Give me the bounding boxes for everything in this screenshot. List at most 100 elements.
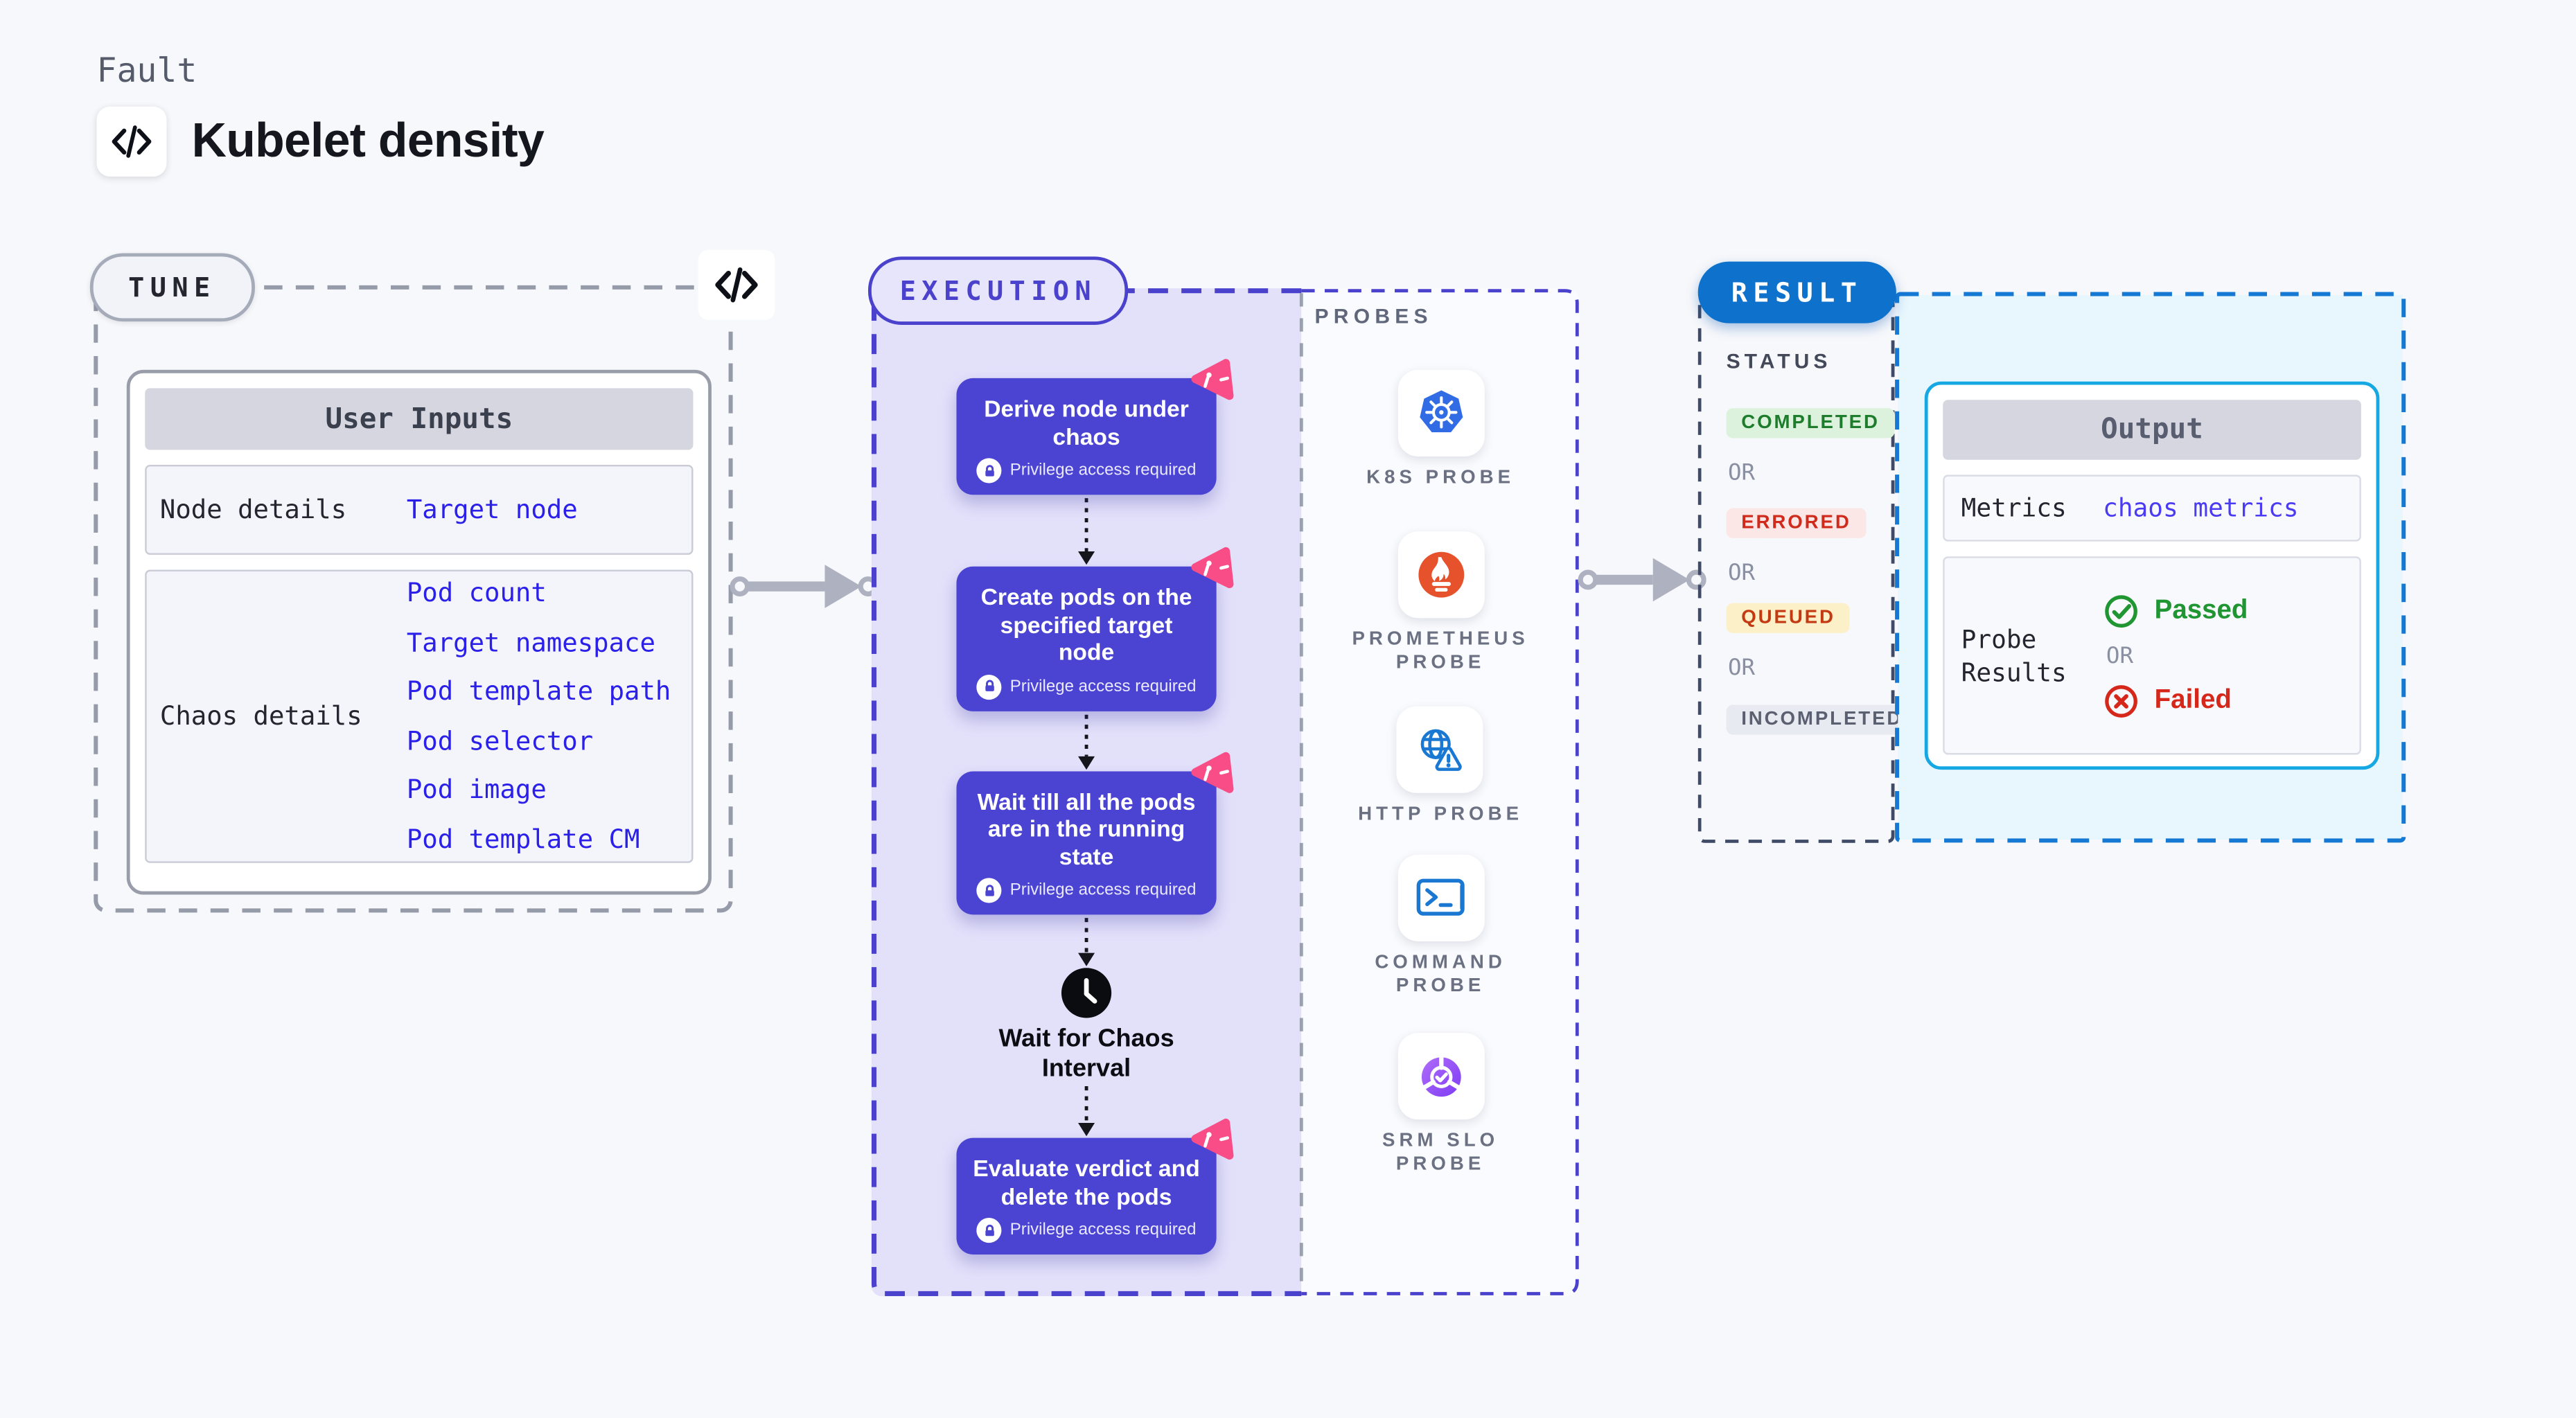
probe-item-srm-slo: SRM SLO PROBE [1336, 1033, 1546, 1176]
chaos-value: Pod template path [406, 677, 671, 707]
page-title-row: Kubelet density [96, 106, 545, 177]
flow-connector [1078, 1086, 1095, 1137]
probes-heading: PROBES [1314, 305, 1433, 328]
user-inputs-table: User Inputs Node details Target node Cha… [126, 369, 712, 895]
privilege-label: Privilege access required [1009, 1221, 1197, 1240]
slo-donut-icon [1397, 1033, 1484, 1120]
node-details-label: Node details [159, 495, 347, 525]
step-evaluate-verdict: Evaluate verdict and delete the pods Pri… [956, 1118, 1234, 1255]
wait-for-chaos-interval-label: Wait for Chaos Interval [998, 1025, 1174, 1083]
privilege-label: Privilege access required [1009, 461, 1197, 480]
clock-icon [1061, 968, 1112, 1018]
target-node-value: Target node [406, 495, 578, 525]
output-header: Output [1943, 400, 2361, 460]
failed-label: Failed [2154, 685, 2232, 714]
passed-verdict: Passed [2103, 592, 2248, 629]
privilege-badge: Privilege access required [970, 1218, 1203, 1243]
flow-connector [1078, 714, 1095, 769]
result-output-section: Output Metrics chaos metrics Probe Resul… [1894, 292, 2406, 843]
flow-arrow-execution-to-result [1578, 558, 1706, 602]
probe-label: SRM SLO PROBE [1382, 1131, 1499, 1175]
litmus-chaos-icon [1191, 359, 1234, 400]
litmus-chaos-icon [1191, 1118, 1234, 1160]
chaos-metrics-value: chaos metrics [2103, 493, 2299, 524]
probe-results-label: Probe Results [1961, 623, 2067, 688]
kubernetes-icon [1397, 369, 1484, 457]
probe-label: K8S PROBE [1366, 468, 1515, 488]
result-tag: RESULT [1697, 261, 1896, 324]
chaos-value: Pod count [406, 578, 547, 609]
litmus-chaos-icon [1191, 751, 1234, 792]
privilege-badge: Privilege access required [970, 878, 1203, 903]
lock-icon [976, 1218, 1002, 1243]
privilege-badge: Privilege access required [970, 458, 1203, 484]
probe-label: COMMAND PROBE [1375, 952, 1506, 997]
chaos-details-values: Pod count Target namespace Pod template … [407, 578, 671, 854]
execution-probes-section: EXECUTION Derive node under chaos [868, 256, 1580, 1297]
flow-arrow-tune-to-execution [730, 565, 879, 608]
step-derive-node: Derive node under chaos Privilege access… [956, 359, 1234, 495]
output-zone-dashed-border [1895, 292, 2406, 843]
chaos-details-label: Chaos details [159, 701, 362, 732]
output-table: Output Metrics chaos metrics Probe Resul… [1924, 381, 2380, 770]
chaos-value: Target namespace [406, 628, 655, 658]
step-title: Evaluate verdict and delete the pods [973, 1154, 1200, 1209]
step-title: Create pods on the specified target node [980, 583, 1192, 665]
x-circle-icon [2105, 684, 2137, 717]
metrics-label: Metrics [1961, 493, 2067, 524]
terminal-icon [1397, 854, 1484, 941]
status-badge-incompleted: INCOMPLETED [1726, 704, 1918, 735]
status-badge-queued: QUEUED [1726, 603, 1851, 633]
prometheus-icon [1397, 531, 1484, 619]
privilege-label: Privilege access required [1009, 881, 1197, 900]
probe-results-row: Probe Results Passed OR [1943, 556, 2361, 755]
chaos-value: Pod template CM [406, 824, 640, 855]
status-dashed-border [1697, 291, 1895, 843]
status-badge-errored: ERRORED [1726, 508, 1867, 538]
step-title: Wait till all the pods are in the runnin… [977, 787, 1196, 869]
check-circle-icon [2105, 594, 2137, 627]
probe-verdicts: Passed OR Failed [2103, 592, 2248, 719]
privilege-badge: Privilege access required [970, 673, 1203, 699]
chaos-value: Pod image [406, 774, 547, 806]
probe-label: HTTP PROBE [1358, 804, 1524, 825]
lock-icon [976, 673, 1002, 699]
page-title: Kubelet density [191, 114, 545, 168]
globe-warning-icon [1397, 706, 1484, 793]
failed-verdict: Failed [2103, 682, 2232, 719]
privilege-label: Privilege access required [1009, 677, 1197, 696]
flow-connector [1078, 498, 1095, 565]
or-separator: OR [1727, 560, 1756, 587]
probe-item-http: HTTP PROBE [1358, 706, 1524, 826]
tune-tag: TUNE [89, 253, 254, 322]
passed-label: Passed [2154, 595, 2248, 624]
probes-dashed-border [1301, 289, 1579, 1295]
tune-code-icon [698, 249, 775, 320]
or-separator: OR [1727, 655, 1756, 682]
tune-section: TUNE User Inputs Node details Target nod… [89, 249, 775, 913]
status-heading: STATUS [1726, 350, 1832, 373]
node-details-row: Node details Target node [145, 464, 694, 555]
probes-column: PROBES [1301, 288, 1580, 1296]
status-badge-completed: COMPLETED [1726, 408, 1895, 438]
litmus-chaos-icon [1191, 547, 1234, 589]
metrics-row: Metrics chaos metrics [1943, 475, 2361, 542]
probe-item-prometheus: PROMETHEUS PROBE [1336, 531, 1546, 675]
tune-dashed-border [94, 285, 733, 913]
probe-item-command: COMMAND PROBE [1336, 854, 1546, 998]
step-create-pods: Create pods on the specified target node… [956, 547, 1234, 711]
code-icon [96, 106, 167, 177]
execution-flow: Derive node under chaos Privilege access… [872, 288, 1301, 1255]
lock-icon [976, 458, 1002, 484]
probe-item-k8s: K8S PROBE [1366, 369, 1515, 490]
execution-tag: EXECUTION [868, 256, 1129, 325]
probe-list: K8S PROBE PROMETHEUS PROBE [1301, 369, 1580, 1176]
or-separator: OR [2106, 642, 2134, 669]
step-wait-pods-running: Wait till all the pods are in the runnin… [956, 751, 1234, 915]
step-title: Derive node under chaos [984, 394, 1189, 450]
probe-label: PROMETHEUS PROBE [1352, 630, 1529, 673]
user-inputs-header: User Inputs [145, 388, 694, 450]
result-status-section: STATUS COMPLETED OR ERRORED OR QUEUED OR… [1697, 291, 1918, 843]
flow-connector [1078, 918, 1095, 966]
